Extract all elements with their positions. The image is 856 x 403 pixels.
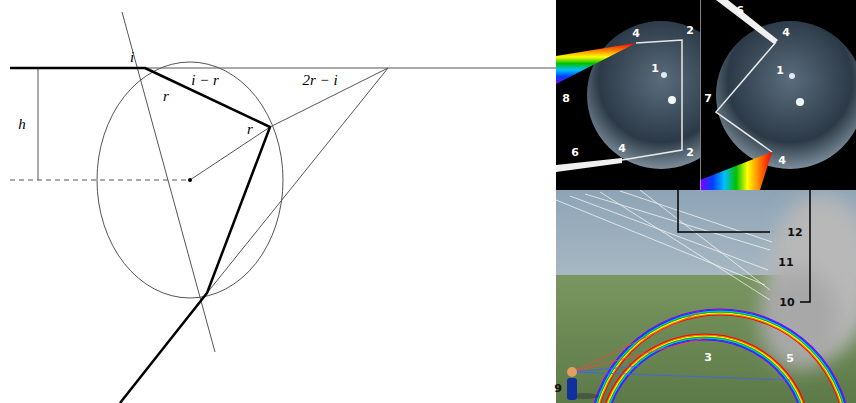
callout-number: 10 <box>779 297 794 308</box>
callout-number: 5 <box>786 353 794 364</box>
angle-label: r <box>247 122 253 137</box>
callout-number: 3 <box>704 352 712 363</box>
angle-label: r <box>163 89 169 104</box>
callout-number: 7 <box>704 93 712 104</box>
callout-number: 12 <box>787 227 802 238</box>
ray-geometry <box>10 12 556 403</box>
callout-number: 1 <box>651 63 659 74</box>
droplet-panel <box>556 0 700 190</box>
callout-number: 4 <box>632 28 640 39</box>
rainbow-scene <box>556 190 856 403</box>
callout-number: 11 <box>778 257 793 268</box>
callout-number: 6 <box>736 5 744 16</box>
bracket-line <box>678 190 810 302</box>
callout-number: 2 <box>686 25 694 36</box>
droplet-panel <box>700 0 856 190</box>
callout-number: 9 <box>554 383 562 394</box>
callout-number: 1 <box>776 65 784 76</box>
callout-number: 8 <box>562 93 570 104</box>
dimension-label: h <box>18 117 26 132</box>
callout-number: 2 <box>686 147 694 158</box>
callout-number: 4 <box>778 155 786 166</box>
angle-label: 2r − i <box>302 73 337 88</box>
callout-number: 4 <box>782 27 790 38</box>
angle-label: i <box>130 50 134 65</box>
angle-label: i − r <box>191 73 219 88</box>
callout-number: 4 <box>618 143 626 154</box>
callout-number: 6 <box>571 147 579 158</box>
